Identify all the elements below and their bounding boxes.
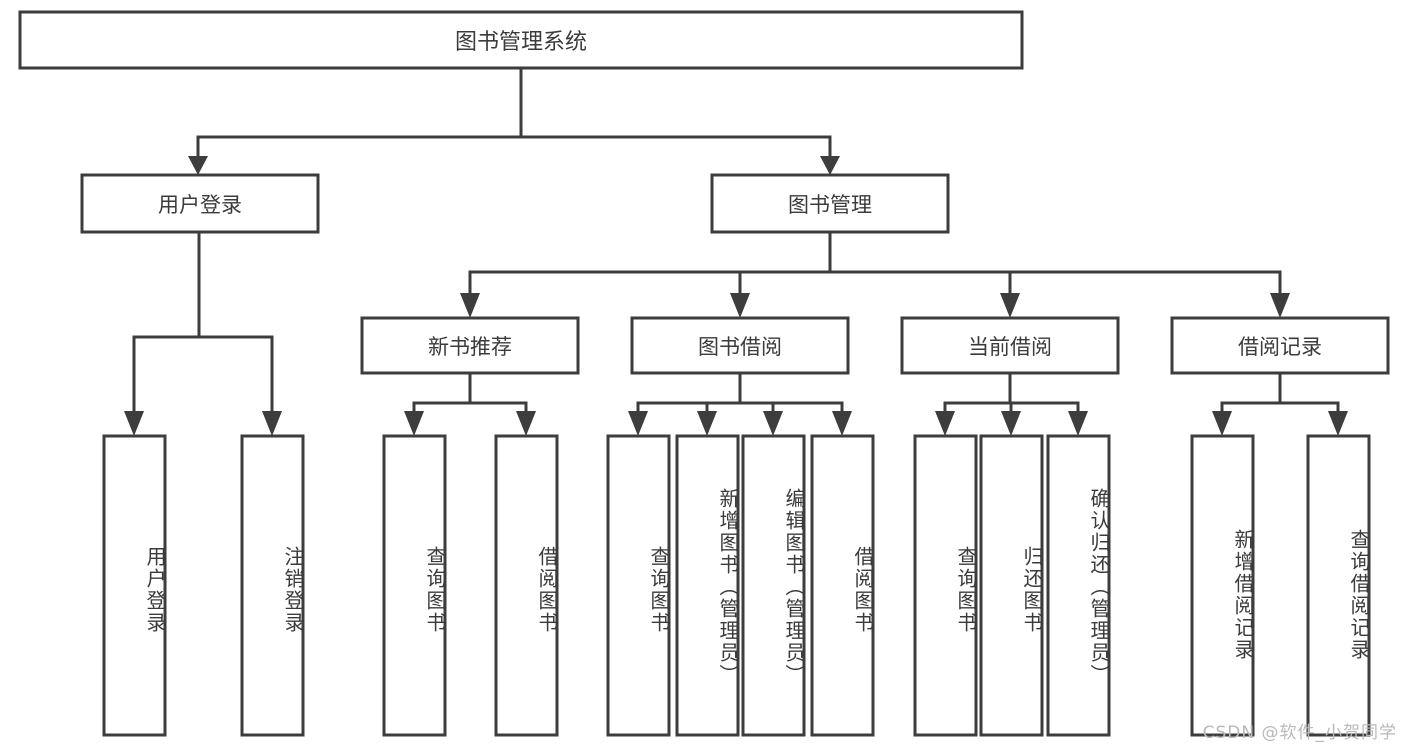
arrow-head-leaf-logout [262, 411, 282, 436]
leaf-box-br-add-record[interactable] [1190, 434, 1255, 737]
leaf-box-cb-confirm-return[interactable] [1046, 434, 1111, 737]
leaf-box-bb-query-book[interactable] [606, 434, 671, 737]
arrow-head-nb-leaf-1 [404, 411, 424, 436]
node-current-borrow-box[interactable] [900, 316, 1120, 375]
node-book-borrow-box[interactable] [630, 316, 850, 375]
leaf-box-cb-return-book[interactable] [979, 434, 1044, 737]
leaf-box-nb-query-book[interactable] [382, 434, 447, 737]
node-book-borrow[interactable] [632, 318, 848, 373]
node-root[interactable] [20, 12, 1022, 68]
node-book-mgmt-box[interactable] [710, 173, 950, 234]
arrow-head-book-mgmt [820, 156, 840, 175]
arrow-head-cb-leaf-1 [935, 411, 955, 436]
arrow-head-leaf-user-login [124, 411, 144, 436]
leaf-box-user-login[interactable] [102, 434, 167, 737]
leaf-box-bb-edit-book[interactable] [741, 434, 806, 737]
node-current-borrow[interactable] [902, 318, 1118, 373]
arrow-head-bb-leaf-3 [763, 411, 783, 436]
leaf-box-cb-query-book[interactable] [913, 434, 978, 737]
arrow-head-br-leaf-2 [1328, 411, 1348, 436]
arrow-head-borrow-record [1270, 293, 1290, 318]
arrow-head-bb-leaf-2 [697, 411, 717, 436]
arrow-head-bb-leaf-4 [832, 411, 852, 436]
arrow-head-br-leaf-1 [1212, 411, 1232, 436]
arrow-head-user-login [188, 156, 208, 175]
arrow-head-nb-leaf-2 [516, 411, 536, 436]
node-book-mgmt[interactable] [712, 175, 948, 232]
leaf-box-nb-borrow-book[interactable] [494, 434, 559, 737]
csdn-watermark: CSDN @软件_小贺同学 [1202, 723, 1397, 743]
node-new-book-recommend[interactable] [362, 318, 578, 373]
node-user-login[interactable] [82, 175, 318, 232]
arrow-head-book-borrow [730, 293, 750, 318]
leaf-box-br-query-record[interactable] [1306, 434, 1371, 737]
arrow-head-new-book [460, 293, 480, 318]
node-new-book-box[interactable] [360, 316, 580, 375]
arrow-head-current-borrow [1000, 293, 1020, 318]
node-borrow-record[interactable] [1172, 318, 1388, 373]
arrow-head-bb-leaf-1 [628, 411, 648, 436]
node-borrow-record-box[interactable] [1170, 316, 1390, 375]
arrow-head-cb-leaf-3 [1068, 411, 1088, 436]
leaf-box-bb-borrow-book[interactable] [810, 434, 875, 737]
leaf-box-logout[interactable] [240, 434, 305, 737]
leaf-box-bb-add-book[interactable] [675, 434, 740, 737]
node-root-box[interactable] [18, 10, 1024, 70]
arrow-head-cb-leaf-2 [1001, 411, 1021, 436]
